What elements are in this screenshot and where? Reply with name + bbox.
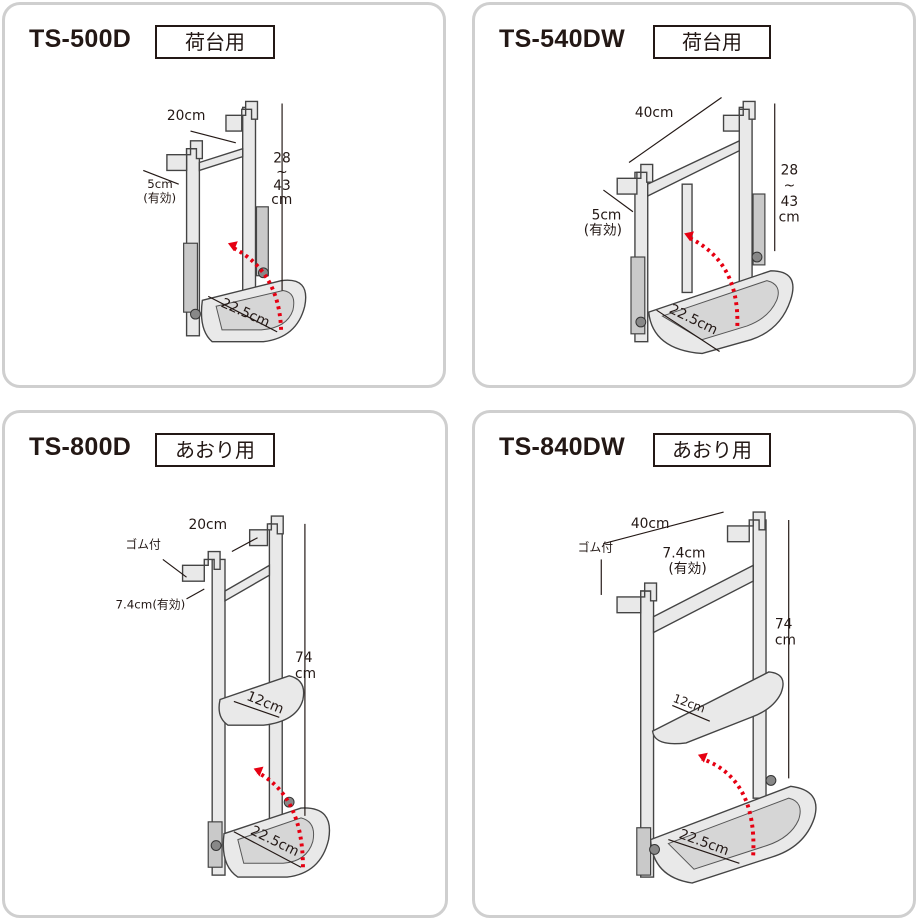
panel-ts-540dw: 40cm 5cm (有効) 28 ~ 43 cm 22.5cm TS-540DW… <box>472 2 916 388</box>
right-rail <box>268 523 283 825</box>
bolt <box>649 844 660 855</box>
usage-tag: 荷台用 <box>653 25 771 59</box>
hook-label: 5cm <box>592 208 622 224</box>
hook-note: (有効) <box>584 222 622 238</box>
width-label: 40cm <box>631 516 670 532</box>
ladder-diagram-ts-840dw: 40cm ゴム付 7.4cm (有効) 74 cm 12cm 22.5cm <box>578 511 817 884</box>
middle-step <box>651 671 784 745</box>
right-bracket <box>752 193 766 266</box>
panel-ts-500d: 20cm 5cm (有効) 28 ~ 43 cm 22.5cm TS-500D … <box>2 2 446 388</box>
middle-step <box>218 675 305 726</box>
left-bracket <box>630 256 646 335</box>
hook-label: 7.4cm <box>662 545 705 561</box>
model-name: TS-800D <box>29 433 132 461</box>
hook-label: 5cm <box>147 177 172 191</box>
bolt <box>765 774 777 786</box>
rotation-arrow <box>701 756 756 856</box>
usage-tag: あおり用 <box>653 433 771 467</box>
height-tilde: ~ <box>276 164 288 180</box>
model-name: TS-540DW <box>499 25 626 53</box>
height-top-label: 28 <box>273 151 291 167</box>
usage-tag: あおり用 <box>155 433 275 467</box>
height-unit-label: cm <box>779 210 800 226</box>
rubber-label: ゴム付 <box>578 541 614 555</box>
ladder-diagram-ts-540dw: 40cm 5cm (有効) 28 ~ 43 cm 22.5cm <box>584 97 800 355</box>
right-rail <box>752 519 767 799</box>
bolt <box>751 251 763 263</box>
left-bracket <box>636 827 652 876</box>
cross-bar <box>224 564 271 603</box>
height-top-label: 74 <box>295 650 313 666</box>
hook-label: 7.4cm(有効) <box>115 598 185 612</box>
panel-ts-800d: 20cm ゴム付 7.4cm(有効) 74 cm 12cm 22.5cm TS-… <box>2 410 448 918</box>
usage-tag: 荷台用 <box>155 25 275 59</box>
rubber-label: ゴム付 <box>125 538 161 552</box>
height-unit-label: cm <box>295 666 316 682</box>
hook-note: (有効) <box>668 561 706 577</box>
cross-bar <box>652 564 754 634</box>
height-unit-label: cm <box>775 632 796 648</box>
hook-note: (有効) <box>143 191 176 205</box>
rotation-arrow <box>256 770 305 868</box>
bolt <box>635 316 647 328</box>
height-bottom-label: 43 <box>781 194 799 210</box>
model-name: TS-840DW <box>499 433 626 461</box>
bolt <box>210 840 222 851</box>
rotation-arrow <box>230 245 284 330</box>
left-hook <box>181 550 221 582</box>
height-tilde: ~ <box>784 178 796 194</box>
rotation-arrow <box>687 235 740 326</box>
height-unit-label: cm <box>271 192 292 208</box>
height-top-label: 28 <box>781 162 799 178</box>
cross-bar <box>647 139 740 198</box>
panel-ts-840dw: 40cm ゴム付 7.4cm (有効) 74 cm 12cm 22.5cm TS… <box>472 410 916 918</box>
left-bracket <box>183 242 199 313</box>
bolt <box>190 308 201 320</box>
left-hook <box>166 140 204 172</box>
right-hook <box>248 515 284 547</box>
left-hook <box>616 163 654 195</box>
height-top-label: 74 <box>775 616 793 632</box>
model-name: TS-500D <box>29 25 132 53</box>
ladder-diagram-ts-500d: 20cm 5cm (有効) 28 ~ 43 cm 22.5cm <box>143 100 307 343</box>
right-hook <box>722 100 756 132</box>
width-label: 40cm <box>635 105 674 121</box>
height-bottom-label: 43 <box>273 178 291 194</box>
width-label: 20cm <box>167 108 206 124</box>
right-rail <box>738 106 753 286</box>
ladder-diagram-ts-800d: 20cm ゴム付 7.4cm(有効) 74 cm 12cm 22.5cm <box>115 515 331 878</box>
width-label: 20cm <box>188 517 227 533</box>
right-hook <box>225 100 259 132</box>
cross-bar <box>198 147 244 172</box>
right-hook <box>726 511 766 543</box>
left-hook <box>616 582 658 614</box>
